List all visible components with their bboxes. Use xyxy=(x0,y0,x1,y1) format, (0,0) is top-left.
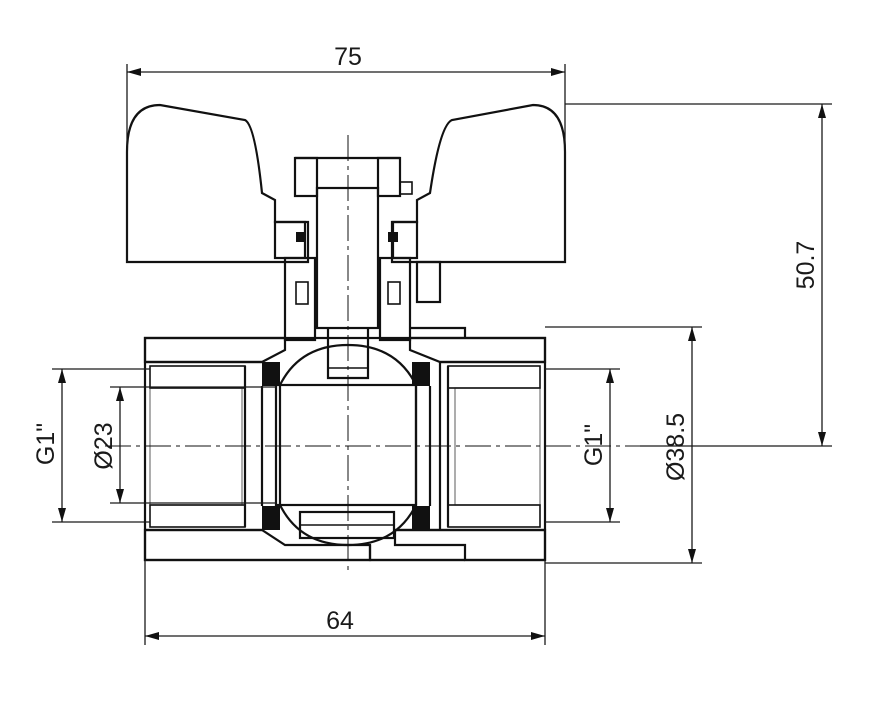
body-upper-wall xyxy=(143,336,287,364)
center-lines xyxy=(105,135,640,575)
seat-top-right xyxy=(412,362,430,386)
handle-left-wing xyxy=(125,103,310,264)
seat-bottom-right xyxy=(412,506,430,530)
seat-top-left xyxy=(262,362,280,386)
stem-seal-left xyxy=(296,232,306,242)
handle-right-wing xyxy=(390,103,567,264)
dim-outer-diameter: Ø38.5 xyxy=(662,413,690,481)
stem-nut xyxy=(293,156,413,198)
body-lower-wall-right xyxy=(393,528,547,562)
right-thread-top xyxy=(447,365,541,389)
seat-bottom-left xyxy=(262,506,280,530)
dim-height-to-center: 50.7 xyxy=(792,241,820,290)
dim-thread-left: G1" xyxy=(32,423,60,465)
dim-overall-width: 75 xyxy=(334,43,362,71)
body-upper-wall-right xyxy=(408,336,547,364)
bonnet xyxy=(273,220,419,342)
dim-thread-right: G1" xyxy=(580,424,608,466)
dim-body-length: 64 xyxy=(326,607,354,635)
ball-bore xyxy=(274,383,418,507)
dim-bore-diameter: Ø23 xyxy=(90,422,118,469)
handle-stop-tab xyxy=(415,260,442,304)
left-thread-bottom xyxy=(149,504,246,528)
butterfly-handle xyxy=(125,103,567,304)
dimension-lines xyxy=(52,64,832,645)
left-thread-top xyxy=(149,365,246,389)
right-thread-bottom xyxy=(447,504,541,528)
ball-assembly xyxy=(260,343,442,547)
stem-seal-right xyxy=(388,232,398,242)
